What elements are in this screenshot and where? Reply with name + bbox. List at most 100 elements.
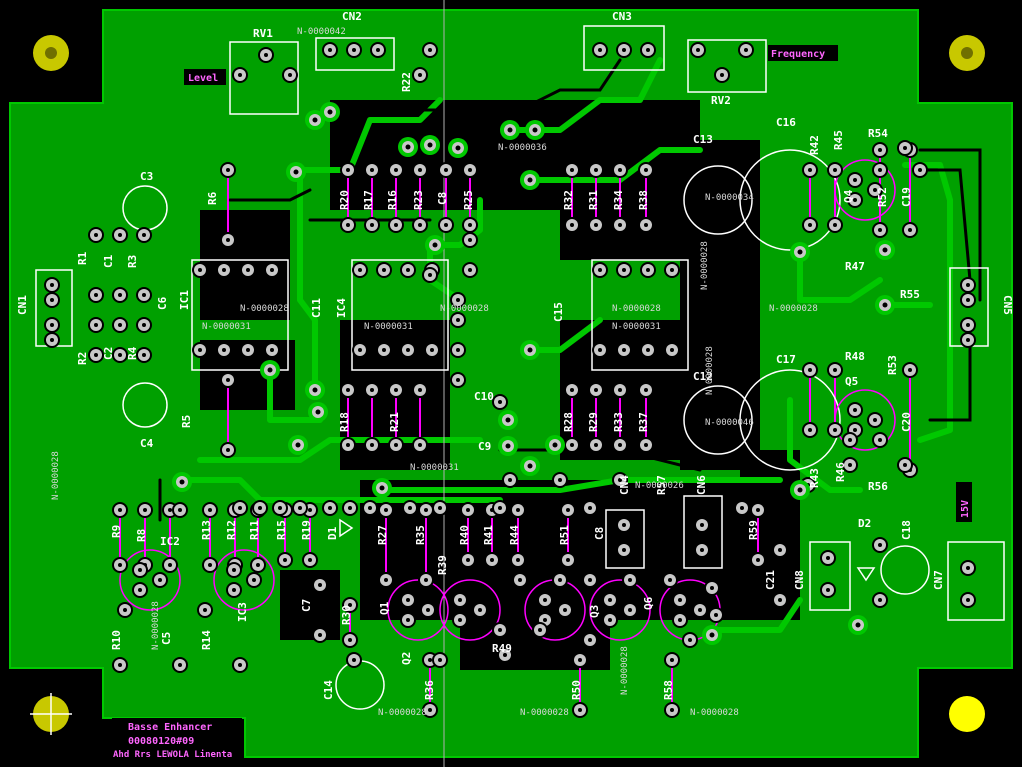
- pad[interactable]: [364, 162, 380, 178]
- pad[interactable]: [897, 457, 913, 473]
- pad[interactable]: [572, 702, 588, 718]
- pad[interactable]: [450, 342, 466, 358]
- pad[interactable]: [216, 262, 232, 278]
- pad[interactable]: [582, 632, 598, 648]
- pad[interactable]: [622, 572, 638, 588]
- pad[interactable]: [560, 552, 576, 568]
- pad[interactable]: [220, 232, 236, 248]
- via[interactable]: [305, 110, 325, 130]
- pad[interactable]: [560, 502, 576, 518]
- pad[interactable]: [510, 502, 526, 518]
- pad[interactable]: [588, 217, 604, 233]
- pad[interactable]: [412, 382, 428, 398]
- pad[interactable]: [250, 557, 266, 573]
- pad[interactable]: [750, 502, 766, 518]
- pad[interactable]: [418, 502, 434, 518]
- pad[interactable]: [400, 592, 416, 608]
- pad[interactable]: [364, 217, 380, 233]
- pad[interactable]: [616, 262, 632, 278]
- pad[interactable]: [872, 222, 888, 238]
- pad[interactable]: [388, 437, 404, 453]
- pad[interactable]: [492, 622, 508, 638]
- pad[interactable]: [112, 557, 128, 573]
- pad[interactable]: [960, 332, 976, 348]
- pad[interactable]: [172, 502, 188, 518]
- pad[interactable]: [612, 162, 628, 178]
- pad[interactable]: [422, 702, 438, 718]
- pad[interactable]: [847, 192, 863, 208]
- pad[interactable]: [117, 602, 133, 618]
- pad[interactable]: [672, 612, 688, 628]
- pad[interactable]: [616, 342, 632, 358]
- pad[interactable]: [277, 552, 293, 568]
- pad[interactable]: [88, 347, 104, 363]
- pad[interactable]: [418, 572, 434, 588]
- pad[interactable]: [88, 317, 104, 333]
- pad[interactable]: [602, 612, 618, 628]
- pad[interactable]: [112, 657, 128, 673]
- via[interactable]: [500, 120, 520, 140]
- pad[interactable]: [842, 432, 858, 448]
- pad[interactable]: [450, 312, 466, 328]
- pad[interactable]: [258, 47, 274, 63]
- pad[interactable]: [192, 342, 208, 358]
- pad[interactable]: [322, 42, 338, 58]
- via[interactable]: [420, 135, 440, 155]
- pad[interactable]: [912, 162, 928, 178]
- pad[interactable]: [202, 502, 218, 518]
- via[interactable]: [260, 360, 280, 380]
- pad[interactable]: [827, 362, 843, 378]
- pad[interactable]: [362, 500, 378, 516]
- mounting-hole-bottom-right[interactable]: [949, 696, 985, 732]
- pad[interactable]: [694, 517, 710, 533]
- pad[interactable]: [612, 382, 628, 398]
- pad[interactable]: [872, 592, 888, 608]
- pad[interactable]: [588, 382, 604, 398]
- pad[interactable]: [872, 162, 888, 178]
- pad[interactable]: [638, 437, 654, 453]
- pad[interactable]: [502, 472, 518, 488]
- pad[interactable]: [340, 382, 356, 398]
- pad[interactable]: [612, 437, 628, 453]
- pad[interactable]: [640, 342, 656, 358]
- pad[interactable]: [422, 267, 438, 283]
- pad[interactable]: [364, 382, 380, 398]
- via[interactable]: [320, 102, 340, 122]
- via[interactable]: [448, 138, 468, 158]
- pad[interactable]: [557, 602, 573, 618]
- pad[interactable]: [376, 262, 392, 278]
- pad[interactable]: [342, 597, 358, 613]
- pad[interactable]: [388, 382, 404, 398]
- pad[interactable]: [376, 342, 392, 358]
- pad[interactable]: [582, 500, 598, 516]
- pad[interactable]: [552, 572, 568, 588]
- pad[interactable]: [240, 342, 256, 358]
- pad[interactable]: [132, 562, 148, 578]
- pad[interactable]: [112, 317, 128, 333]
- pad[interactable]: [44, 292, 60, 308]
- pad[interactable]: [772, 542, 788, 558]
- via[interactable]: [372, 478, 392, 498]
- pad[interactable]: [240, 262, 256, 278]
- pad[interactable]: [216, 342, 232, 358]
- pad[interactable]: [252, 500, 268, 516]
- pad[interactable]: [510, 552, 526, 568]
- pad[interactable]: [450, 292, 466, 308]
- pad[interactable]: [640, 262, 656, 278]
- pad[interactable]: [472, 602, 488, 618]
- pad[interactable]: [402, 500, 418, 516]
- pad[interactable]: [512, 572, 528, 588]
- pad[interactable]: [638, 382, 654, 398]
- pad[interactable]: [172, 657, 188, 673]
- pad[interactable]: [460, 552, 476, 568]
- pad[interactable]: [820, 582, 836, 598]
- pad[interactable]: [462, 217, 478, 233]
- pad[interactable]: [872, 142, 888, 158]
- mounting-hole-bottom-left[interactable]: [30, 693, 72, 735]
- pad[interactable]: [420, 602, 436, 618]
- pad[interactable]: [537, 592, 553, 608]
- pad[interactable]: [346, 42, 362, 58]
- via[interactable]: [520, 456, 540, 476]
- pad[interactable]: [612, 472, 628, 488]
